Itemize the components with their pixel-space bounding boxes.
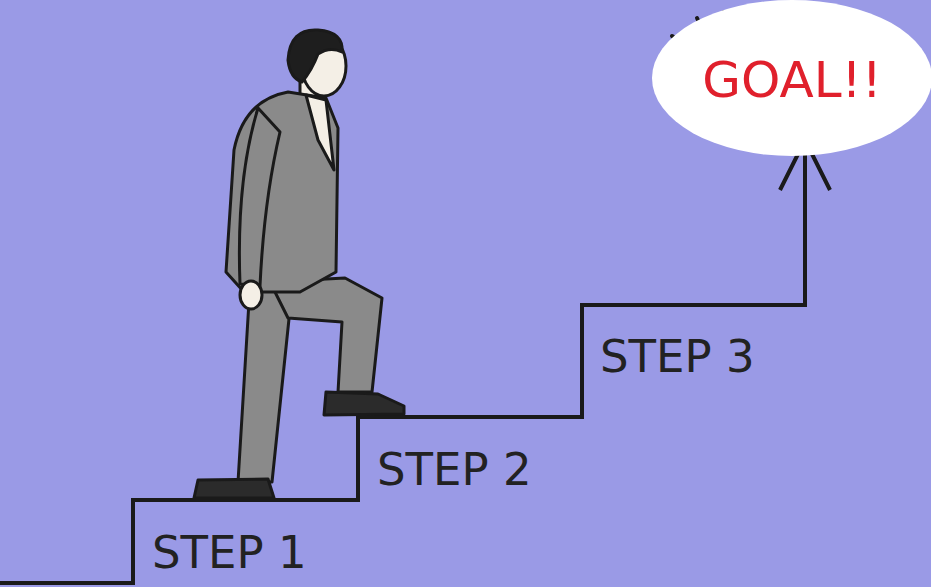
step-label: STEP 2 [377,447,532,492]
step-label: STEP 3 [600,334,755,379]
step-label: STEP 1 [152,530,307,575]
goal-bubble: GOAL!! [652,0,931,156]
businessman [194,30,404,498]
stair-line [0,142,805,583]
goal-text: GOAL!! [652,55,931,105]
bubble-ellipse [652,0,931,156]
